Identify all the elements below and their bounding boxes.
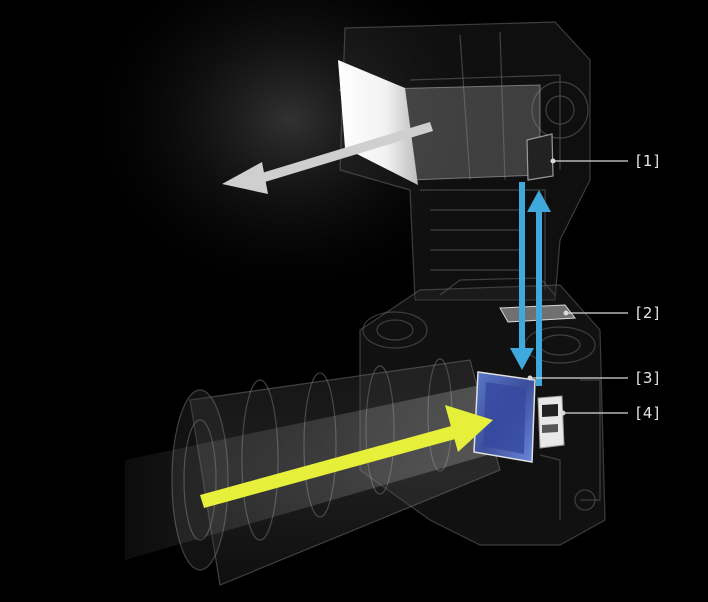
callout-dots: [527, 158, 569, 416]
callout-label-4: [4]: [636, 404, 661, 422]
signal-arrows: [510, 182, 551, 386]
memory-card-4: [537, 395, 565, 449]
flash-module-1: [526, 133, 554, 181]
light-path-arrow: [200, 405, 493, 508]
flash-glow: [70, 0, 510, 310]
callout-label-2: [2]: [636, 304, 661, 322]
flash-output-arrow: [222, 122, 433, 194]
callout-leaders: [530, 160, 628, 414]
callout-label-3: [3]: [636, 369, 661, 387]
callout-label-1: [1]: [636, 152, 661, 170]
